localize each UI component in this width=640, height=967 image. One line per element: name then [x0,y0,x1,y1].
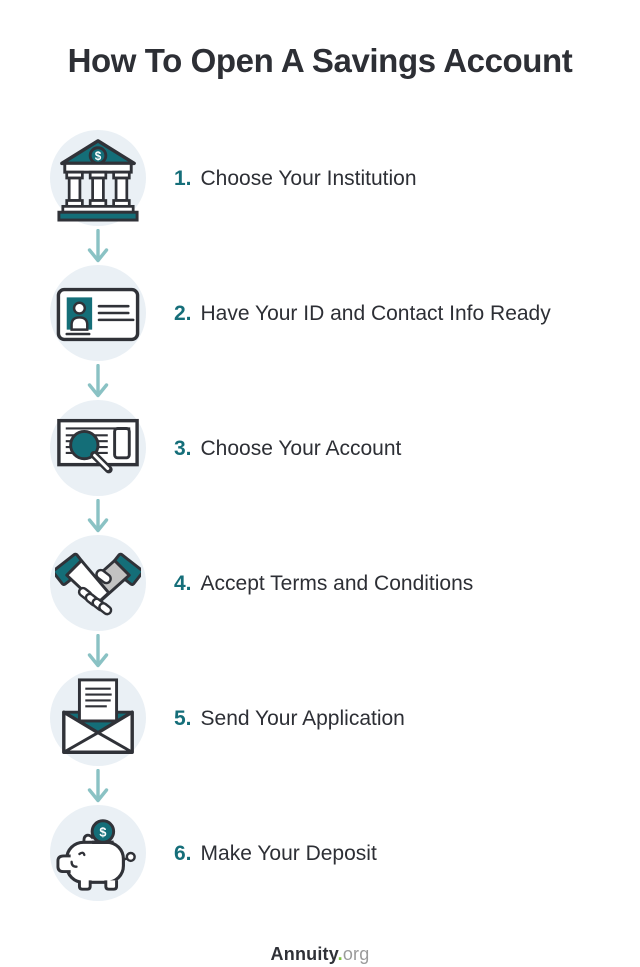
brand-suffix: org [342,944,370,964]
svg-text:$: $ [99,825,106,839]
connector-3 [50,499,146,533]
piggy-bank-icon: $ [56,818,136,891]
step-1-icon-cell: $ [50,130,146,227]
step-number: 6. [174,841,192,865]
step-number: 2. [174,301,192,325]
steps-list: $ 1. Choose Your Institution [0,130,640,902]
id-card-icon [56,287,140,341]
step-3-text: 3. Choose Your Account [174,437,401,461]
step-label: Have Your ID and Contact Info Ready [200,301,551,325]
brand-dot: . [337,944,343,964]
step-number: 5. [174,706,192,730]
envelope-icon [62,677,134,754]
step-6-text: 6. Make Your Deposit [174,842,377,866]
step-3-icon-cell [50,400,146,497]
step-5-icon-cell [50,670,146,767]
step-row-1: $ 1. Choose Your Institution [0,130,640,227]
arrow-down-icon [87,499,109,533]
step-row-6: $ 6. Make Your Deposit [0,805,640,902]
connector-1 [50,229,146,263]
step-5-text: 5. Send Your Application [174,707,405,731]
step-row-2: 2. Have Your ID and Contact Info Ready [0,265,640,362]
step-4-icon-cell [50,535,146,632]
brand-name: Annuity [270,944,338,964]
step-label: Choose Your Account [200,436,402,460]
step-label: Make Your Deposit [200,841,377,865]
step-2-text: 2. Have Your ID and Contact Info Ready [174,302,551,326]
connector-5 [50,769,146,803]
step-row-4: 4. Accept Terms and Conditions [0,535,640,632]
svg-text:$: $ [95,149,102,162]
arrow-down-icon [87,364,109,398]
page-title: How To Open A Savings Account [67,42,573,79]
arrow-down-icon [87,229,109,263]
step-number: 3. [174,436,192,460]
step-label: Send Your Application [200,706,405,730]
step-6-icon-cell: $ [50,805,146,902]
step-4-text: 4. Accept Terms and Conditions [174,572,473,596]
arrow-down-icon [87,634,109,668]
step-number: 4. [174,571,192,595]
step-row-5: 5. Send Your Application [0,670,640,767]
handshake-icon [55,552,141,615]
connector-2 [50,364,146,398]
arrow-down-icon [87,769,109,803]
footer-logo: Annuity.org [0,944,640,965]
step-number: 1. [174,166,192,190]
step-row-3: 3. Choose Your Account [0,400,640,497]
bank-icon: $ [57,138,139,222]
step-2-icon-cell [50,265,146,362]
connector-4 [50,634,146,668]
step-1-text: 1. Choose Your Institution [174,167,417,191]
step-label: Accept Terms and Conditions [200,571,474,595]
document-magnifier-icon [57,418,139,473]
step-label: Choose Your Institution [200,166,417,190]
